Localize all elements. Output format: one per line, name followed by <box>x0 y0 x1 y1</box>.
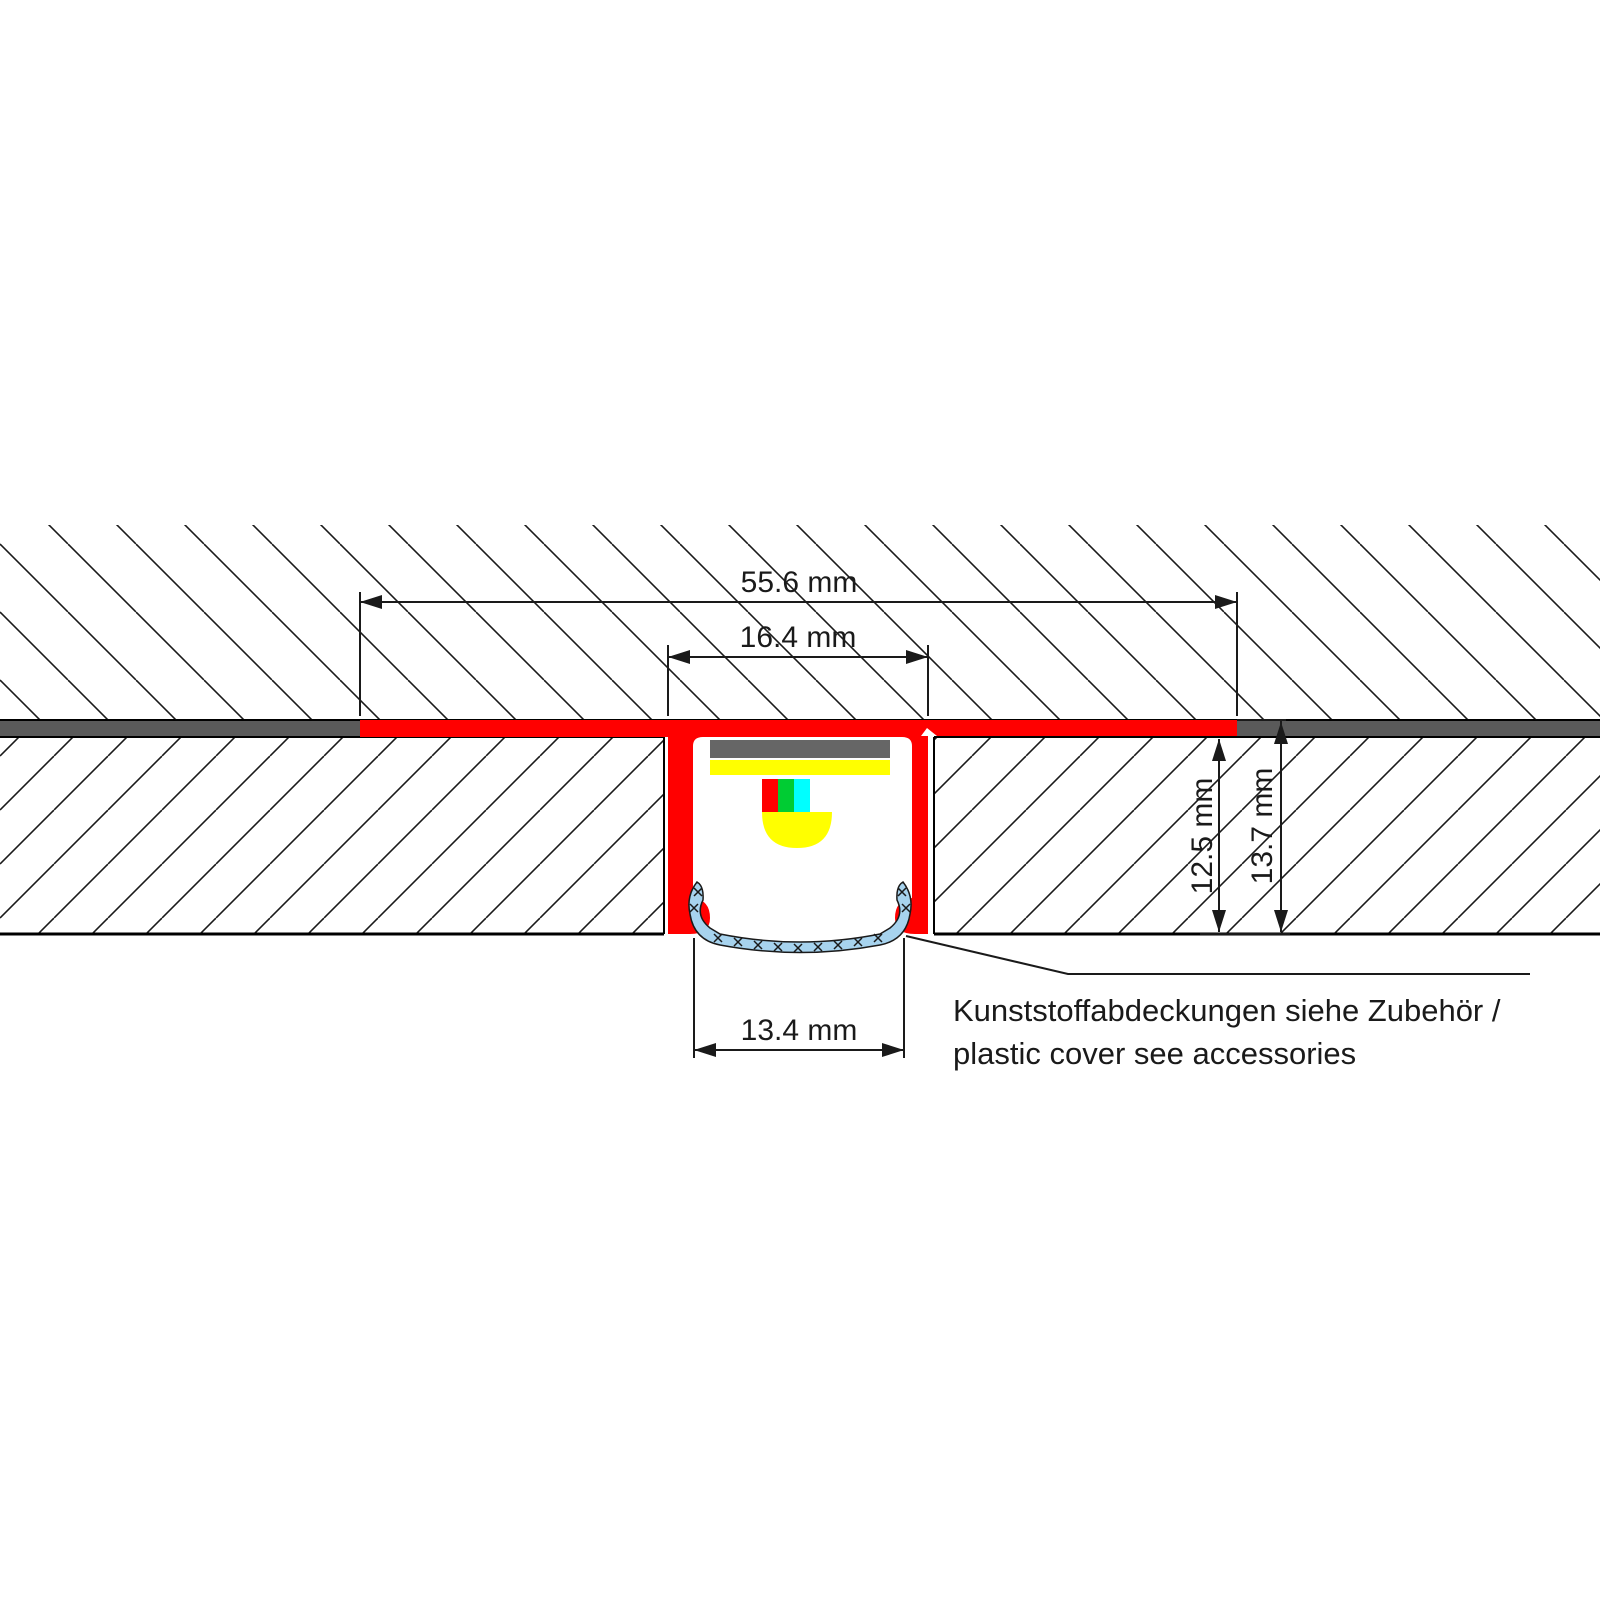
cover-leader <box>905 935 1530 975</box>
dimension-cover-width: 13.4 mm <box>693 938 905 1058</box>
dimension-label-total-depth: 13.7 mm <box>1246 768 1279 885</box>
dimension-inner-depth: 12.5 mm <box>1186 739 1226 932</box>
dimension-label-opening-width: 16.4 mm <box>740 621 857 654</box>
led-chip-red <box>762 779 778 812</box>
dimension-label-inner-depth: 12.5 mm <box>1186 778 1219 895</box>
plaster-layer-left <box>0 720 360 737</box>
lower-hatched-material-left <box>0 737 664 934</box>
dimension-label-cover-width: 13.4 mm <box>741 1014 858 1047</box>
upper-hatched-material <box>0 525 1600 720</box>
led-chip-cyan <box>794 779 810 812</box>
led-lens <box>762 812 832 848</box>
dimension-total-depth: 13.7 mm <box>1200 719 1290 935</box>
led-strip <box>710 760 890 775</box>
plaster-layer-right <box>1237 720 1600 737</box>
cover-cross-marks <box>689 887 911 953</box>
led-chip-green <box>778 779 794 812</box>
dimension-label-overall-width: 55.6 mm <box>741 566 858 599</box>
note-line-2: plastic cover see accessories <box>953 1036 1356 1071</box>
plastic-cover <box>688 881 912 954</box>
led-board <box>710 740 890 758</box>
dimension-overall-width: 55.6 mm <box>359 566 1238 716</box>
note-line-1: Kunststoffabdeckungen siehe Zubehör / <box>953 993 1501 1028</box>
dimension-opening-width: 16.4 mm <box>667 621 929 716</box>
lower-hatched-material-right <box>934 737 1600 934</box>
